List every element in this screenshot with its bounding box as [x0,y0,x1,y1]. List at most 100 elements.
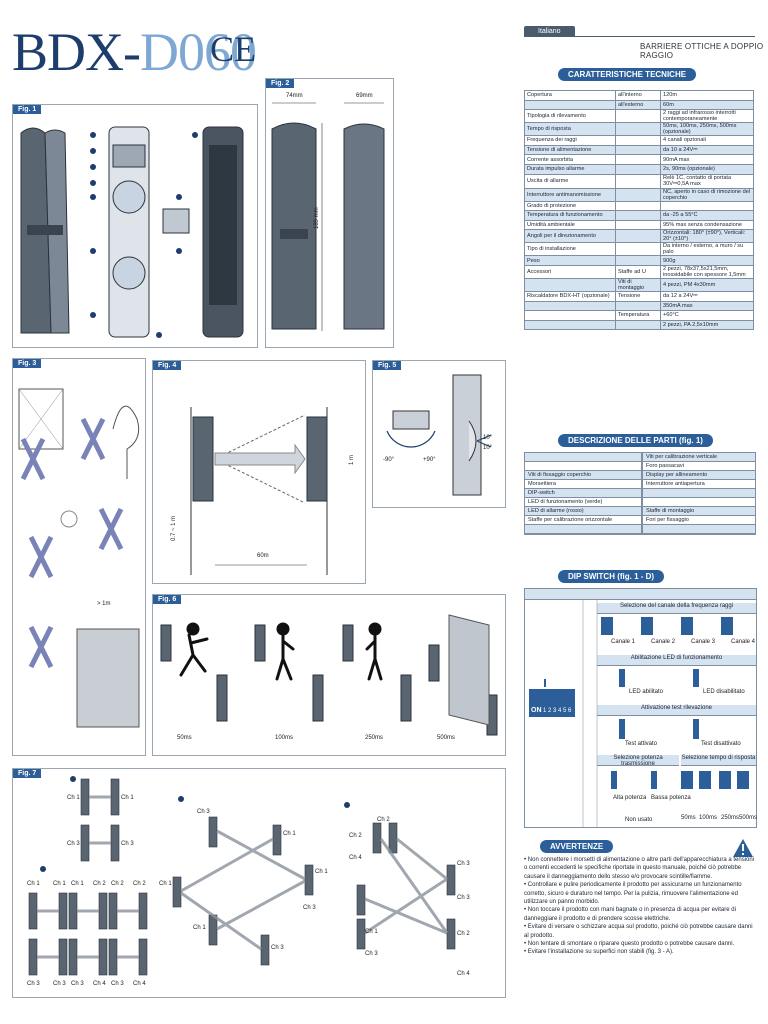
dip-banner: DIP SWITCH (fig. 1 - D) [558,570,665,583]
spec-value: 60m [660,99,754,111]
ch-label: Ch 1 [121,795,134,801]
spec-subkey: Tensione [615,290,661,302]
spec-key: Tipo di installazione [524,242,616,257]
ch-label: Ch 1 [315,869,328,875]
figure-5-drawing [386,374,492,496]
figure-3: Fig. 3 > 1m [12,358,146,756]
ch-label: Ch 3 [27,981,40,987]
spec-key [524,300,616,312]
power-high: Alta potenza [613,795,647,801]
warning-item: Non toccare il prodotto con mani bagnate… [524,906,756,923]
part-item: Morsettiera [525,480,641,489]
spec-row: Grado di protezione [524,200,754,212]
spec-value: 50ms, 100ms, 250ms, 500ms (opzionale) [660,122,754,137]
pan-left-label: -90° [383,457,395,463]
warnings-list: Non connettere i morsetti di alimentazio… [524,856,756,957]
spec-subkey [615,163,661,175]
ch-label: Ch 4 [133,981,146,987]
ch-label: Ch 3 [53,981,66,987]
spec-subkey [615,200,661,212]
right-height-label: 1 m [349,454,355,465]
time-title: Selezione tempo di risposta [681,755,756,766]
time-label-100: 100ms [275,735,294,741]
figure-1: Fig. 1 [12,104,258,348]
part-item [643,489,755,498]
spec-value: +60°C [660,310,754,321]
ch-label: Ch 3 [303,905,316,911]
figure-6: Fig. 6 50ms 100ms 250ms 500ms [152,594,506,756]
dip-on-label: ON [531,707,542,714]
spec-value: 350mA max [660,300,754,312]
channel-4: Canale 4 [731,639,756,645]
time-100ms: 100ms [699,815,718,821]
figure-6-label: Fig. 6 [153,595,182,604]
figure-2-label: Fig. 2 [266,79,295,88]
spec-value: da 10 a 24V⎓ [660,144,754,156]
spec-subkey [615,144,661,156]
spec-value: 2 pezzi, PA 2,5x10mm [660,319,754,331]
figure-4: Fig. 4 0.7 ~ 1 m 1 m 60m [152,360,366,584]
spec-subkey [615,173,661,189]
part-item: Foro passacavi [643,462,755,471]
specs-banner: CARATTERISTICHE TECNICHE [558,68,697,81]
pan-right-label: +90° [423,457,436,463]
spec-key: Angoli per il direzionamento [524,229,616,244]
spec-key: Corrente assorbita [524,154,616,165]
tilt-up-label: 10° [483,435,493,441]
left-height-label: 0.7 ~ 1 m [171,515,177,541]
test-enabled: Test attivato [625,741,658,747]
language-tab: Italiano [524,26,575,37]
warning-icon [733,839,753,857]
warning-item: Non connettere i morsetti di alimentazio… [524,856,756,881]
part-item: LED di allarme (rosso) [525,507,641,516]
spec-subkey [615,229,661,244]
led-enabled: LED abilitato [629,689,664,695]
spec-value: 90mA max [660,154,754,165]
ch-label: Ch 3 [365,951,378,957]
figure-5-label: Fig. 5 [373,361,402,370]
ch-label: Ch 2 [111,881,124,887]
distance-label: > 1m [97,601,111,607]
part-item: Interruttore antiapertura [643,480,755,489]
ch-label: Ch 1 [67,795,80,801]
figure-4-label: Fig. 4 [153,361,182,370]
ch-label: Ch 2 [377,817,390,823]
channel-2: Canale 2 [651,639,676,645]
parts-banner: DESCRIZIONE DELLE PARTI (fig. 1) [558,434,713,447]
part-item: LED di funzionamento (verde) [525,498,641,507]
warnings-banner: AVVERTENZE [540,840,614,853]
ch-label: Ch 2 [349,833,362,839]
spec-row: 2 pezzi, PA 2,5x10mm [524,319,754,331]
spec-value: 120m [660,90,754,101]
ch-label: Ch 3 [271,945,284,951]
freq-title: Selezione del canale della frequenza rag… [597,603,756,614]
spec-key [524,319,616,331]
time-label-500: 500ms [437,735,456,741]
figure-2: Fig. 2 74mm 69mm 189 mm [265,78,394,348]
part-item: Staffe per calibrazione orizzontale [525,516,641,525]
spec-value: 2 raggi ad infrarosso interrotti contemp… [660,109,754,124]
figure-2-drawing [271,102,385,331]
spec-subkey [615,210,661,221]
spec-subkey [615,242,661,257]
spec-subkey: Viti di montaggio [615,277,661,292]
figure-1-label: Fig. 1 [13,105,42,114]
spec-key: Uscita di allarme [524,173,616,189]
spec-value [660,200,754,212]
spec-key: Interruttore antimanomissione [524,187,616,202]
part-item: Viti per calibrazione verticale [643,453,755,462]
spec-row: 350mA max [524,300,754,312]
spec-key: Umidità ambientale [524,219,616,231]
spec-key: Riscaldatore BDX-HT (opzionale) [524,290,616,302]
spec-subkey [615,135,661,146]
